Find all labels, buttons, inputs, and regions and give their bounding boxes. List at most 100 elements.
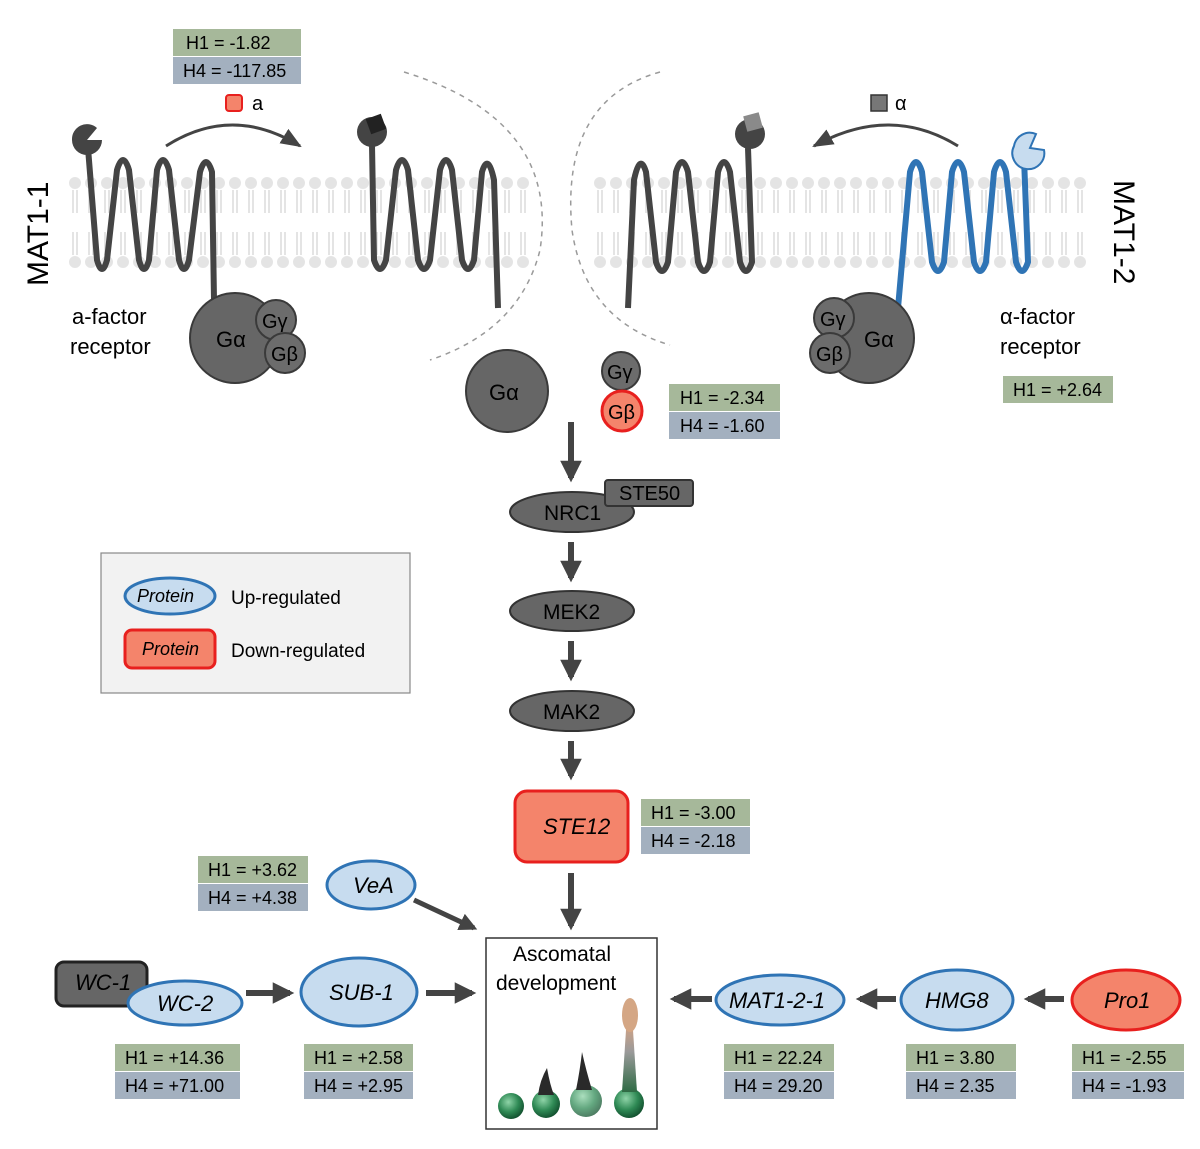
arrow-vea-to-ascomatal xyxy=(412,897,478,931)
value-box-mat121: H1 = 22.24 H4 = 29.20 xyxy=(724,1044,834,1099)
value-box-ste12: H1 = -3.00 H4 = -2.18 xyxy=(641,799,750,854)
mak2-label: MAK2 xyxy=(543,701,600,724)
g-gamma-label-left: Gγ xyxy=(262,311,288,333)
vea-node xyxy=(325,859,417,911)
value-gbeta-h1: H1 = -2.34 xyxy=(680,388,765,408)
released-g-gamma-label: Gγ xyxy=(607,362,633,384)
g-beta-label-right: Gβ xyxy=(816,344,843,366)
g-alpha-label-left: Gα xyxy=(216,327,246,352)
released-g-beta xyxy=(600,389,644,433)
value-gbeta-h4: H4 = -1.60 xyxy=(680,416,765,436)
value-box-alpha-factor: H1 = +2.64 xyxy=(1003,376,1113,403)
value-wc2-h1: H1 = +14.36 xyxy=(125,1048,224,1068)
value-box-vea: H1 = +3.62 H4 = +4.38 xyxy=(198,856,308,911)
value-box-hmg8: H1 = 3.80 H4 = 2.35 xyxy=(906,1044,1016,1099)
a-ligand-icon xyxy=(225,94,243,112)
g-protein-complex-left: Gα Gγ Gβ xyxy=(189,292,306,384)
alpha-factor-receptor-helix xyxy=(895,157,1031,309)
value-hmg8-h1: H1 = 3.80 xyxy=(916,1048,995,1068)
wc1-label: WC-1 xyxy=(75,970,131,995)
ste50-label: STE50 xyxy=(619,483,680,505)
value-ste12-h1: H1 = -3.00 xyxy=(651,803,736,823)
value-ste12-h4: H4 = -2.18 xyxy=(651,831,736,851)
wc1-node xyxy=(54,960,149,1008)
a-ligand-label: a xyxy=(252,93,264,115)
g-beta-label-left: Gβ xyxy=(271,344,298,366)
value-a-factor-h4: H4 = -117.85 xyxy=(183,61,286,81)
value-sub1-h4: H4 = +2.95 xyxy=(314,1076,403,1096)
mek2-node xyxy=(509,590,635,632)
alpha-ligand-label: α xyxy=(895,93,907,115)
cell-boundary-right xyxy=(570,71,671,346)
vea-label: VeA xyxy=(353,873,394,898)
value-box-a-factor: H1 = -1.82 H4 = -117.85 xyxy=(173,29,301,84)
cell-boundary-left xyxy=(403,71,544,361)
value-box-sub1: H1 = +2.58 H4 = +2.95 xyxy=(304,1044,413,1099)
legend-up-swatch xyxy=(123,576,217,616)
a-factor-receptor-label-line2: receptor xyxy=(70,334,151,359)
ste50-node xyxy=(604,479,694,507)
value-mat121-h4: H4 = 29.20 xyxy=(734,1076,823,1096)
value-a-factor-h1: H1 = -1.82 xyxy=(186,33,271,53)
legend-up-label: Up-regulated xyxy=(231,588,341,609)
value-box-pro1: H1 = -2.55 H4 = -1.93 xyxy=(1072,1044,1184,1099)
value-box-wc2: H1 = +14.36 H4 = +71.00 xyxy=(115,1044,240,1099)
value-vea-h1: H1 = +3.62 xyxy=(208,860,297,880)
hmg8-node xyxy=(899,968,1015,1032)
released-g-alpha xyxy=(465,349,549,433)
value-sub1-h1: H1 = +2.58 xyxy=(314,1048,403,1068)
released-g-alpha-label: Gα xyxy=(489,380,519,405)
ascomatal-label-line2: development xyxy=(496,972,616,995)
mak2-node xyxy=(509,690,635,732)
bound-alpha-receptor-helix xyxy=(625,147,755,309)
bound-a-ligand-icon xyxy=(365,113,387,135)
sub1-node xyxy=(299,956,419,1028)
value-hmg8-h4: H4 = 2.35 xyxy=(916,1076,995,1096)
g-alpha-label-right: Gα xyxy=(864,327,894,352)
alpha-ligand-binding-arrow xyxy=(812,123,959,148)
alpha-factor-receptor-label-line1: α-factor xyxy=(1000,304,1075,329)
value-vea-h4: H4 = +4.38 xyxy=(208,888,297,908)
bound-a-receptor-helix xyxy=(369,144,501,309)
alpha-factor-ligand-site-icon xyxy=(1011,131,1046,171)
mat1-1-label: MAT1-1 xyxy=(22,182,55,286)
hmg8-label: HMG8 xyxy=(925,988,989,1013)
legend-up-protein-label: Protein xyxy=(137,586,194,606)
alpha-factor-receptor-label-line2: receptor xyxy=(1000,334,1081,359)
released-g-beta-label: Gβ xyxy=(608,402,635,424)
ste12-node xyxy=(513,789,630,864)
a-factor-ligand-site-icon xyxy=(71,124,102,155)
sub1-label: SUB-1 xyxy=(329,980,394,1005)
ascomata-illustration xyxy=(498,998,644,1119)
legend-down-protein-label: Protein xyxy=(142,639,199,659)
mat121-label: MAT1-2-1 xyxy=(729,988,825,1013)
value-pro1-h4: H4 = -1.93 xyxy=(1082,1076,1167,1096)
g-gamma-label-right: Gγ xyxy=(820,309,846,331)
value-box-gbeta: H1 = -2.34 H4 = -1.60 xyxy=(669,384,780,439)
legend-down-swatch xyxy=(123,628,217,670)
wc2-node xyxy=(126,979,244,1027)
a-factor-receptor-label-line1: a-factor xyxy=(72,304,147,329)
pro1-node xyxy=(1070,968,1182,1032)
value-wc2-h4: H4 = +71.00 xyxy=(125,1076,224,1096)
bound-alpha-ligand-icon xyxy=(743,112,763,132)
ste12-label: STE12 xyxy=(543,814,610,839)
pro1-label: Pro1 xyxy=(1104,988,1150,1013)
value-pro1-h1: H1 = -2.55 xyxy=(1082,1048,1167,1068)
mek2-label: MEK2 xyxy=(543,601,600,624)
mat1-2-label: MAT1-2 xyxy=(1107,180,1140,284)
ascomatal-label-line1: Ascomatal xyxy=(513,943,611,966)
a-ligand-binding-arrow xyxy=(165,123,302,148)
g-protein-complex-right: Gα Gγ Gβ xyxy=(809,292,915,384)
value-alpha-factor-h1: H1 = +2.64 xyxy=(1013,380,1102,400)
nrc1-node xyxy=(509,491,635,533)
nrc1-label: NRC1 xyxy=(544,502,601,525)
a-factor-receptor-helix xyxy=(85,147,225,320)
legend-down-label: Down-regulated xyxy=(231,641,365,662)
value-mat121-h1: H1 = 22.24 xyxy=(734,1048,823,1068)
legend-box xyxy=(100,552,411,694)
wc2-label: WC-2 xyxy=(157,991,213,1016)
alpha-ligand-icon xyxy=(870,94,888,112)
